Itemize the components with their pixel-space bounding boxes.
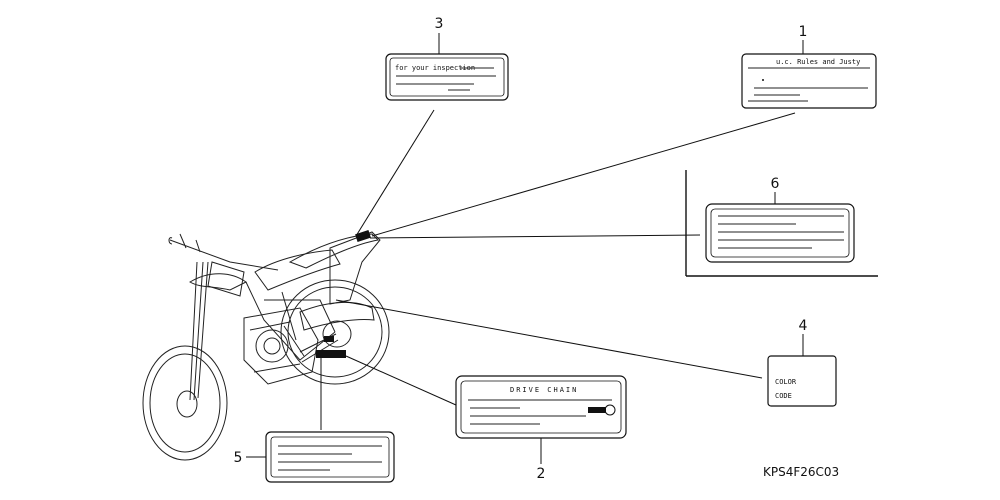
callout-1: 1 bbox=[799, 24, 808, 40]
callout-5: 5 bbox=[234, 450, 243, 466]
callout-3: 3 bbox=[435, 16, 444, 32]
diagram-code: KPS4F26C03 bbox=[763, 465, 839, 479]
label-4-color: COLOR bbox=[775, 378, 797, 386]
callout-2: 2 bbox=[537, 466, 546, 482]
label-1-text: u.c. Rules and Justy bbox=[776, 58, 860, 66]
label-3-text: for your inspection bbox=[395, 64, 475, 72]
label-1-rules: u.c. Rules and Justy bbox=[741, 53, 877, 109]
callout-4: 4 bbox=[799, 318, 808, 334]
label-6 bbox=[705, 203, 855, 263]
label-4-code: CODE bbox=[775, 392, 792, 400]
leader-lines bbox=[320, 109, 878, 430]
callout-6: 6 bbox=[771, 176, 780, 192]
label-2-drive-chain: DRIVE CHAIN bbox=[455, 375, 627, 439]
label-4-color-code: COLOR CODE bbox=[767, 355, 837, 407]
callout-numbers: 3 1 6 4 2 5 bbox=[234, 16, 808, 482]
label-2-title: DRIVE CHAIN bbox=[510, 386, 578, 394]
label-5 bbox=[265, 431, 395, 483]
motorcycle-illustration bbox=[142, 230, 390, 461]
label-3-inspection: for your inspection bbox=[385, 53, 509, 101]
